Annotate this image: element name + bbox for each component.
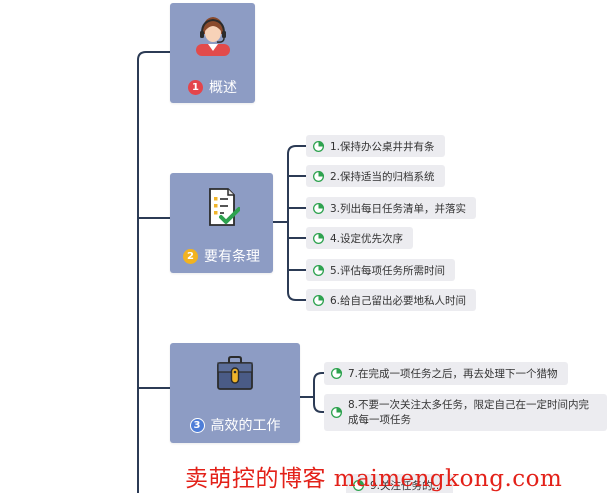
subtopic-label: 6.给自己留出必要地私人时间 [330, 294, 467, 307]
subtopic-label: 4.设定优先次序 [330, 232, 404, 245]
topic-title: 要有条理 [204, 249, 260, 265]
topic-number-badge: 3 [189, 417, 205, 433]
subtopic-item[interactable]: 2.保持适当的归档系统 [306, 165, 445, 187]
topic-title: 概述 [209, 80, 237, 96]
subtopic-label: 3.列出每日任务清单，并落实 [330, 202, 467, 215]
checklist-icon [209, 188, 240, 226]
progress-quarter-icon [313, 140, 324, 152]
subtopic-item[interactable]: 1.保持办公桌井井有条 [306, 135, 445, 157]
progress-quarter-icon [353, 479, 364, 491]
progress-quarter-icon [331, 368, 342, 379]
topic-number-badge: 1 [188, 79, 203, 95]
subtopic-label: 1.保持办公桌井井有条 [330, 140, 435, 153]
progress-quarter-icon [313, 202, 324, 214]
topic-number-badge: 2 [183, 248, 198, 264]
subtopic-label: 2.保持适当的归档系统 [330, 170, 435, 183]
subtopic-item-partial[interactable]: 9.关注任务的... [346, 474, 453, 493]
subtopic-item[interactable]: 4.设定优先次序 [306, 227, 414, 249]
customer-service-avatar-icon [196, 17, 230, 56]
topic-title: 高效的工作 [210, 418, 281, 434]
subtopic-item[interactable]: 6.给自己留出必要地私人时间 [306, 289, 477, 311]
progress-quarter-icon [313, 232, 324, 244]
subtopic-label: 7.在完成一项任务之后，再去处理下一个猎物 [348, 368, 558, 380]
subtopic-item[interactable]: 7.在完成一项任务之后，再去处理下一个猎物 [324, 362, 568, 385]
progress-quarter-icon [313, 294, 324, 306]
subtopic-item[interactable]: 3.列出每日任务清单，并落实 [306, 197, 477, 219]
progress-quarter-icon [313, 170, 324, 182]
briefcase-icon [217, 356, 253, 390]
subtopic-label: 5.评估每项任务所需时间 [330, 264, 446, 277]
topic-efficient-work-label: 3 高效的工作 [170, 415, 300, 435]
topic-organized-label: 2 要有条理 [170, 246, 273, 266]
progress-quarter-icon [331, 407, 342, 418]
topic-organized-node[interactable]: 2 要有条理 [170, 173, 273, 273]
topic-efficient-work-node[interactable]: 3 高效的工作 [170, 343, 300, 443]
subtopic-label: 9.关注任务的... [370, 479, 443, 492]
topic-overview-node[interactable]: 1 概述 [170, 3, 255, 103]
subtopic-label: 8.不要一次关注太多任务，限定自己在一定时间内完成每一项任务 [348, 398, 590, 426]
subtopic-item[interactable]: 5.评估每项任务所需时间 [306, 259, 456, 281]
subtopic-item[interactable]: 8.不要一次关注太多任务，限定自己在一定时间内完成每一项任务 [324, 394, 607, 431]
topic-overview-label: 1 概述 [170, 77, 255, 97]
progress-quarter-icon [313, 264, 324, 276]
watermark: 卖萌控的博客 maimengkong.com [185, 466, 563, 492]
